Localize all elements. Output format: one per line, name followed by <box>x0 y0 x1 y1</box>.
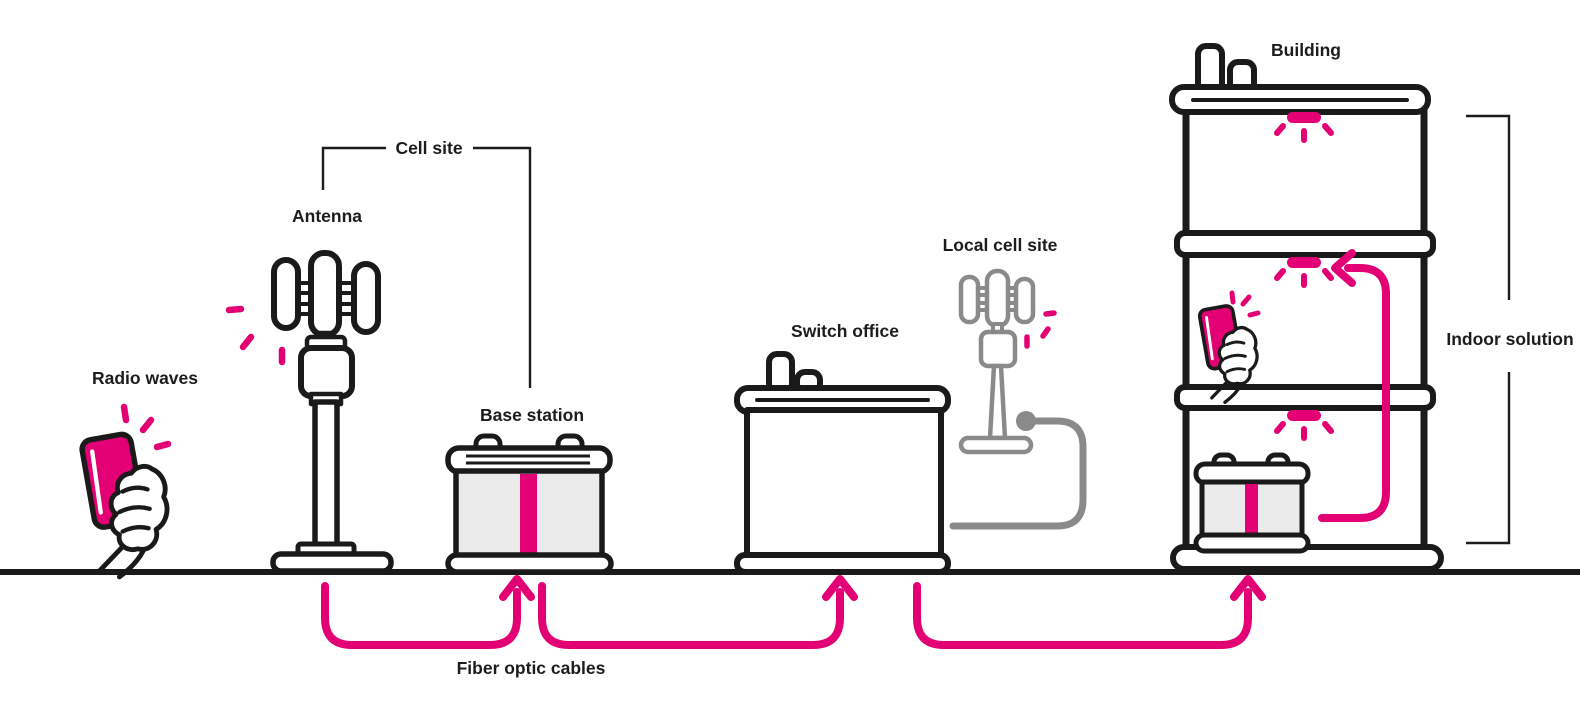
magenta-stripe <box>1245 484 1258 536</box>
antenna-tower-icon <box>270 250 394 574</box>
fiber-cable-antenna-to-base-station <box>321 575 535 649</box>
base-station-icon <box>445 433 614 575</box>
fiber-cable-switch-office-to-building <box>913 575 1266 649</box>
radio-waves-sparkle-icon <box>120 403 172 451</box>
arrow-up-icon <box>1230 575 1266 601</box>
fiber-cable-base-station-to-switch-office <box>538 575 858 649</box>
antenna-waves-sparkle-icon <box>225 305 286 366</box>
cell-site-bracket <box>321 146 532 388</box>
arrow-up-icon <box>499 575 535 601</box>
phone-in-hand-icon <box>81 433 167 577</box>
indoor-base-station-icon <box>1193 452 1311 554</box>
indoor-solution-label: Indoor solution <box>1446 329 1573 349</box>
cell-site-label: Cell site <box>395 138 462 158</box>
magenta-stripe <box>520 474 537 557</box>
switch-office-icon <box>734 351 951 575</box>
local-cell-site-label: Local cell site <box>943 235 1058 255</box>
building-label: Building <box>1271 40 1341 60</box>
local-cell-site-sparkle-icon <box>1024 310 1057 349</box>
indoor-cable <box>1318 249 1390 522</box>
indoor-solution-bracket <box>1466 114 1511 545</box>
arrow-left-icon <box>1331 249 1356 287</box>
radio-waves-label: Radio waves <box>92 368 198 388</box>
local-cell-tower-icon <box>958 268 1036 455</box>
base-station-label: Base station <box>480 405 584 425</box>
floor-divider <box>1174 230 1436 258</box>
local-cell-site-cable <box>949 411 1087 530</box>
antenna-label: Antenna <box>292 206 362 226</box>
fiber-optic-cables-label: Fiber optic cables <box>457 658 606 678</box>
indoor-phone-sparkle-icon <box>1229 290 1261 318</box>
arrow-up-icon <box>822 575 858 601</box>
floor-divider <box>1174 384 1436 411</box>
switch-office-label: Switch office <box>791 321 899 341</box>
